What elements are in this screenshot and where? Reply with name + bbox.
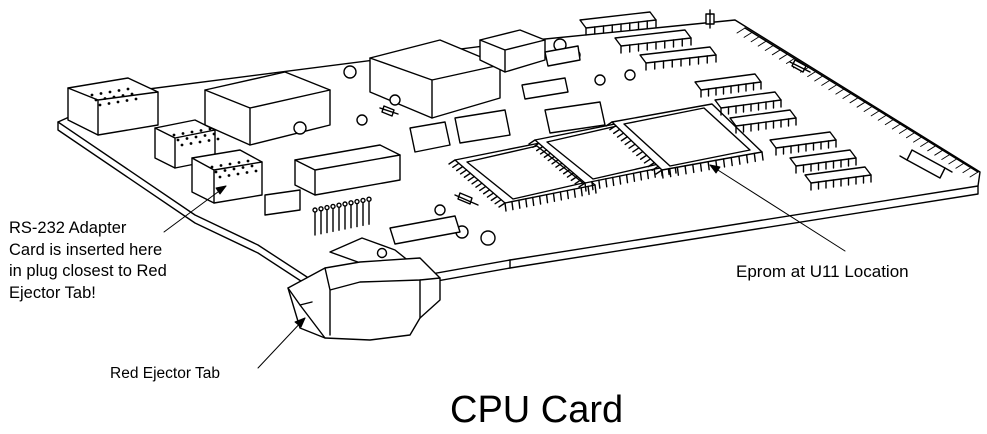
rs232-socket-stack: [68, 78, 262, 203]
eprom-pointer-line: [710, 165, 845, 251]
figure-title: CPU Card: [450, 389, 624, 431]
ejector-arrowhead: [295, 318, 305, 327]
resistor-pack: [313, 197, 371, 235]
ejector-callout-label: Red Ejector Tab: [110, 365, 220, 382]
red-ejector-tab: [288, 238, 440, 340]
connector-block-top: [480, 30, 545, 72]
dip-chips: [449, 104, 763, 211]
eprom-callout-label: Eprom at U11 Location: [736, 262, 909, 281]
pointer-arrows: [164, 165, 845, 368]
rs232-pointer-line: [164, 186, 226, 232]
rs232-callout-label: RS-232 Adapter Card is inserted here in …: [9, 219, 167, 302]
rs232-arrowhead: [216, 186, 226, 194]
relay-block-right: [370, 40, 500, 118]
small-ics: [580, 12, 871, 190]
ejector-pointer-line: [258, 318, 305, 368]
eprom-arrowhead: [710, 165, 720, 173]
mid-chips: [265, 46, 605, 244]
